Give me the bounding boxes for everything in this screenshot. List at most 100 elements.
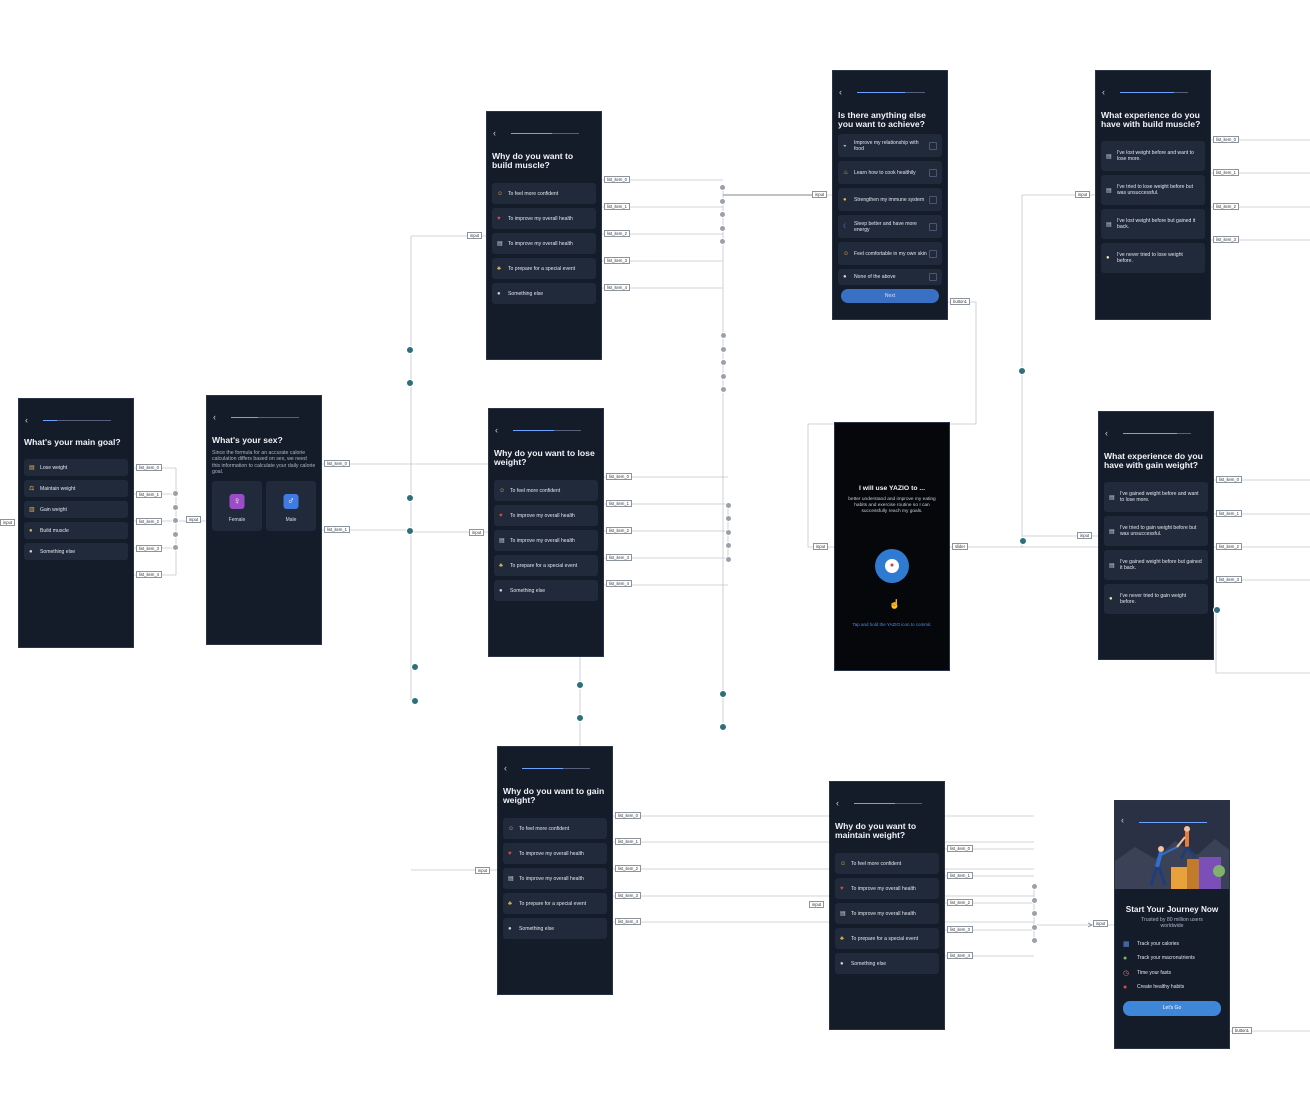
red-heart-icon: ♥ [840, 885, 844, 892]
feature-item: ●Track your macronutrients [1123, 954, 1195, 962]
input-label: input [809, 901, 825, 908]
option-immune-system[interactable]: ●Strengthen my immune system [838, 188, 942, 212]
speech-bubble-icon: ● [497, 290, 501, 297]
option-improve-health[interactable]: ♥To improve my overall health [835, 878, 939, 900]
chevron-left-icon[interactable]: ‹ [493, 128, 496, 138]
list-item-label: list_item_3 [947, 926, 974, 933]
checkbox[interactable] [929, 249, 937, 258]
next-button[interactable]: Next [841, 289, 939, 304]
option-improve-health[interactable]: ♥To improve my overall health [494, 505, 598, 527]
list-item-label: list_item_1 [136, 491, 163, 498]
chevron-left-icon[interactable]: ‹ [25, 415, 28, 425]
list-item-label: list_item_3 [604, 257, 631, 264]
screen-title: What's your sex? [212, 435, 283, 445]
option-gain-weight[interactable]: ▥Gain weight [24, 501, 128, 519]
option-sleep-better[interactable]: ☾Sleep better and have more energy [838, 215, 942, 239]
option-something-else[interactable]: ●Something else [503, 918, 607, 940]
chevron-left-icon[interactable]: ‹ [1105, 428, 1108, 438]
option-something-else[interactable]: ●Something else [835, 953, 939, 975]
option-feel-confident[interactable]: ☺To feel more confident [503, 818, 607, 840]
option-improve-health-2[interactable]: ▤To improve my overall health [494, 530, 598, 552]
female-symbol-icon: ♀ [229, 494, 245, 510]
connector-node [172, 544, 179, 551]
option-never-tried[interactable]: ●I've never tried to lose weight before. [1101, 243, 1205, 274]
checkbox[interactable] [929, 222, 937, 231]
option-special-event[interactable]: ♣To prepare for a special event [492, 258, 596, 280]
list-item-label: list_item_3 [1213, 236, 1240, 243]
list-item-label: list_item_2 [1216, 543, 1243, 550]
connector-node [1031, 924, 1038, 931]
option-something-else[interactable]: ●Something else [24, 543, 128, 561]
option-male[interactable]: ♂Male [266, 481, 316, 532]
option-feel-confident[interactable]: ☺To feel more confident [492, 183, 596, 205]
connector-node [406, 527, 414, 535]
connector-node [720, 359, 727, 366]
option-gained-want-more[interactable]: ▤I've gained weight before and want to l… [1104, 482, 1208, 513]
chevron-left-icon[interactable]: ‹ [1102, 87, 1105, 97]
connector-node [1031, 883, 1038, 890]
red-heart-icon: ♥ [508, 850, 512, 857]
option-tried-unsuccessful[interactable]: ▤I've tried to lose weight before but wa… [1101, 175, 1205, 206]
option-something-else[interactable]: ●Something else [494, 580, 598, 602]
checkbox[interactable] [929, 141, 937, 150]
option-maintain-weight[interactable]: ⚖Maintain weight [24, 480, 128, 498]
connector-node [406, 379, 414, 387]
chevron-left-icon[interactable]: ‹ [1121, 815, 1124, 825]
chevron-left-icon[interactable]: ‹ [836, 798, 839, 808]
speech-bubble-icon: ● [499, 587, 503, 594]
chevron-left-icon[interactable]: ‹ [213, 412, 216, 422]
option-lost-want-more[interactable]: ▤I've lost weight before and want to los… [1101, 141, 1205, 172]
option-improve-health-2[interactable]: ▤To improve my overall health [835, 903, 939, 925]
salad-icon: ● [1123, 954, 1128, 962]
option-relationship-food[interactable]: ◒Improve my relationship with food [838, 134, 942, 158]
option-comfortable-skin[interactable]: ☺Feel comfortable in my own skin [838, 242, 942, 266]
option-improve-health-2[interactable]: ▤To improve my overall health [492, 233, 596, 255]
connector-node [1018, 367, 1026, 375]
input-label: input [186, 516, 202, 523]
option-improve-health-2[interactable]: ▤To improve my overall health [503, 868, 607, 890]
connector-node [411, 663, 419, 671]
option-gained-back[interactable]: ▤I've lost weight before but gained it b… [1101, 209, 1205, 240]
option-learn-cook[interactable]: ♨Learn how to cook healthily [838, 161, 942, 185]
option-special-event[interactable]: ♣To prepare for a special event [503, 893, 607, 915]
checkbox[interactable] [929, 168, 937, 177]
connector-node [720, 346, 727, 353]
scale-icon: ▤ [1106, 187, 1112, 194]
lets-go-button[interactable]: Let's Go [1123, 1000, 1221, 1016]
option-feel-confident[interactable]: ☺To feel more confident [835, 853, 939, 875]
screen-subtitle: Trusted by 80 million users worldwide [1141, 917, 1203, 930]
list-item-label: list_item_1 [606, 500, 633, 507]
list-item-label: list_item_1 [604, 203, 631, 210]
checkbox[interactable] [929, 273, 937, 282]
list-item-label: list_item_2 [1213, 203, 1240, 210]
checkbox[interactable] [929, 195, 937, 204]
list-item-label: list_item_3 [1216, 576, 1243, 583]
option-lose-weight[interactable]: ▤Lose weight [24, 459, 128, 477]
option-improve-health[interactable]: ♥To improve my overall health [492, 208, 596, 230]
calendar-icon: ▦ [1123, 940, 1130, 948]
option-something-else[interactable]: ●Something else [492, 283, 596, 305]
option-special-event[interactable]: ♣To prepare for a special event [835, 928, 939, 950]
connector-node [1019, 537, 1027, 545]
option-female[interactable]: ♀Female [212, 481, 262, 532]
connector-node [1031, 937, 1038, 944]
progress-bar [513, 430, 581, 431]
option-improve-health[interactable]: ♥To improve my overall health [503, 843, 607, 865]
chevron-left-icon[interactable]: ‹ [495, 425, 498, 435]
screen-title: Why do you want to gain weight? [503, 786, 605, 806]
chevron-left-icon[interactable]: ‹ [504, 763, 507, 773]
option-build-muscle[interactable]: ●Build muscle [24, 522, 128, 540]
chevron-left-icon[interactable]: ‹ [839, 87, 842, 97]
chef-icon: ♨ [843, 170, 849, 177]
screen-title: Why do you want to lose weight? [494, 448, 595, 468]
food-bowl-icon: ◒ [843, 142, 847, 149]
yazio-commit-button[interactable]: ● [875, 549, 909, 583]
option-special-event[interactable]: ♣To prepare for a special event [494, 555, 598, 577]
option-feel-confident[interactable]: ☺To feel more confident [494, 480, 598, 502]
option-never-tried[interactable]: ●I've never tried to gain weight before. [1104, 584, 1208, 615]
option-none[interactable]: ●None of the above [838, 269, 942, 286]
connector-node [576, 681, 584, 689]
option-gained-back[interactable]: ▤I've gained weight before but gained it… [1104, 550, 1208, 581]
option-tried-unsuccessful[interactable]: ▤I've tried to gain weight before but wa… [1104, 516, 1208, 547]
screen-title: Is there anything else you want to achie… [838, 110, 926, 130]
